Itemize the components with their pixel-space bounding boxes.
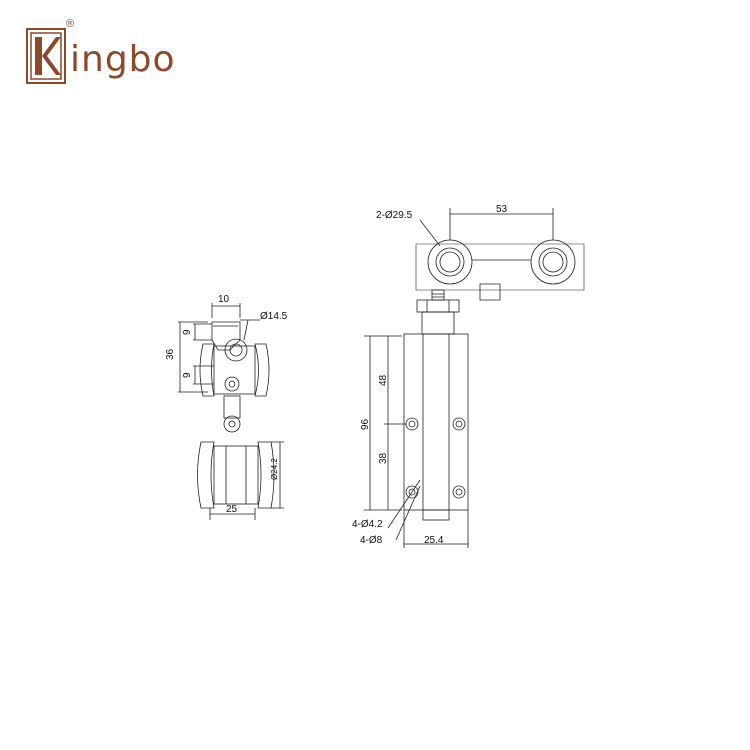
side-roller-dia-label: Ø14.5 bbox=[260, 311, 288, 322]
side-height-label: 36 bbox=[165, 348, 176, 360]
front-wheel-span-label: 53 bbox=[496, 204, 508, 215]
front-total-height-label: 96 bbox=[360, 418, 371, 430]
side-top-width-label: 10 bbox=[218, 294, 230, 305]
front-plate-width-label: 25.4 bbox=[424, 535, 444, 546]
brand-name: ingbo bbox=[70, 39, 176, 80]
front-hole-large-label: 4-Ø8 bbox=[360, 535, 383, 546]
front-hole-small-label: 4-Ø4.2 bbox=[352, 519, 383, 530]
side-gap-lower-label: 9 bbox=[182, 372, 193, 378]
side-view bbox=[178, 303, 284, 520]
side-bottom-width-label: 25 bbox=[226, 504, 238, 515]
front-lower-height-label: 38 bbox=[378, 452, 389, 464]
front-upper-height-label: 48 bbox=[378, 374, 389, 386]
side-gap-upper-label: 9 bbox=[182, 329, 193, 335]
side-wheel-dia-label: Ø24.2 bbox=[270, 458, 279, 480]
front-view bbox=[364, 208, 585, 548]
front-wheel-dia-label: 2-Ø29.5 bbox=[376, 210, 413, 221]
kingbo-logo-icon bbox=[26, 28, 66, 84]
registered-mark: ® bbox=[66, 18, 75, 30]
brand-logo: ® ingbo bbox=[26, 18, 236, 92]
